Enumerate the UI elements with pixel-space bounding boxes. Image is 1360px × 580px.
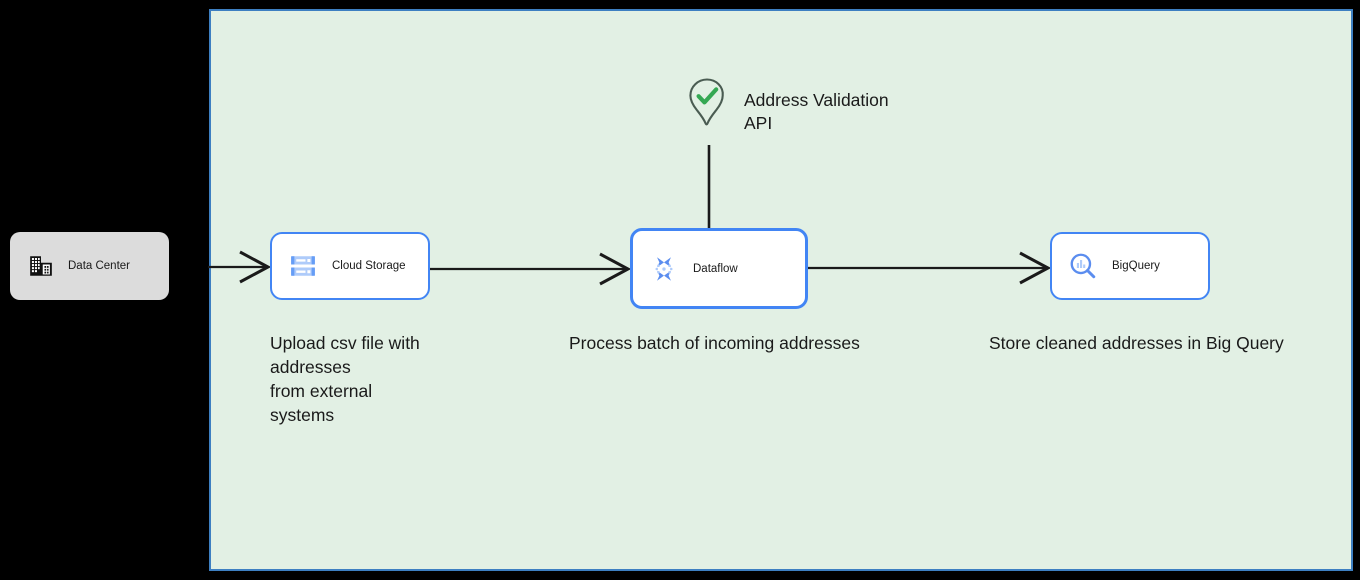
cloud-storage-icon [291, 256, 315, 276]
node-cloud-storage-label: Cloud Storage [332, 260, 406, 272]
node-dataflow-label: Dataflow [693, 262, 738, 275]
caption-bigquery: Store cleaned addresses in Big Query [989, 333, 1284, 353]
data-center-icon [30, 256, 52, 276]
caption-dataflow: Process batch of incoming addresses [569, 333, 860, 353]
caption-cloud-storage: Upload csv file with addresses from exte… [270, 333, 420, 425]
node-address-validation-api[interactable]: Address Validation API [684, 76, 889, 136]
node-bigquery[interactable]: BigQuery [1050, 232, 1210, 300]
node-data-center[interactable]: Data Center [10, 232, 169, 300]
node-cloud-storage[interactable]: Cloud Storage [270, 232, 430, 300]
node-address-validation-api-label: Address Validation API [744, 90, 889, 133]
node-dataflow[interactable]: Dataflow [630, 228, 808, 309]
node-data-center-label: Data Center [68, 260, 131, 272]
dataflow-icon [655, 256, 673, 281]
validated-location-pin-icon [689, 78, 724, 126]
bigquery-icon [1070, 253, 1096, 279]
node-bigquery-label: BigQuery [1112, 260, 1160, 272]
